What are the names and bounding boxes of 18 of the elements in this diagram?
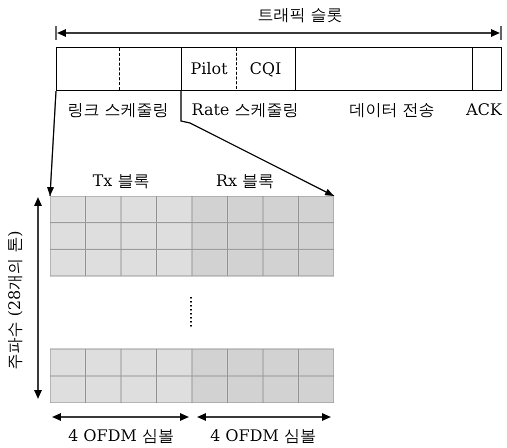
- slot-segment: [295, 47, 473, 91]
- segment-label: 데이터 전송: [349, 100, 435, 120]
- slot-segment: [56, 47, 182, 91]
- segment-label: Rate 스케줄링: [192, 100, 298, 120]
- slot-field: Pilot: [182, 48, 237, 89]
- block-heading: Rx 블록: [216, 171, 274, 191]
- arrow: [46, 90, 57, 196]
- slot-title: 트래픽 슬롯: [257, 5, 343, 25]
- block-heading: Tx 블록: [92, 171, 150, 191]
- slot-field: CQI: [237, 48, 294, 89]
- segment-label: 링크 스케줄링: [67, 100, 169, 120]
- arrow: [180, 91, 334, 197]
- slot-segment: [181, 47, 296, 91]
- segment-label: ACK: [466, 100, 502, 120]
- dimension-label: 4 OFDM 심볼: [210, 426, 316, 446]
- dimension-label: 4 OFDM 심볼: [68, 426, 174, 446]
- axis-label: 주파수 (28개의 톤): [5, 230, 25, 370]
- slot-segment: [472, 47, 502, 91]
